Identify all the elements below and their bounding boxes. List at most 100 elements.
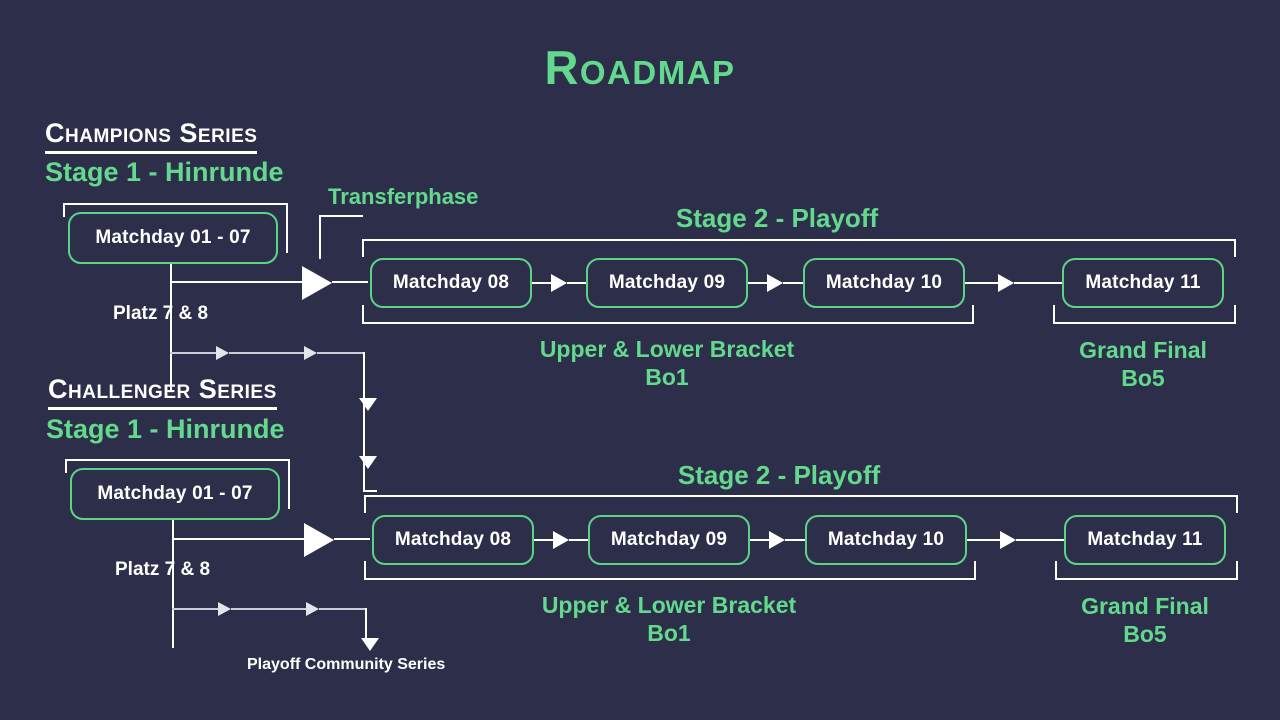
champions-series-heading: Champions Series <box>45 120 258 154</box>
champions-bracket-bottom-left-tick <box>362 305 364 323</box>
champions-playoff-bracket-top <box>362 239 1236 241</box>
champions-stage1-matchday-box[interactable]: Matchday 01 - 07 <box>68 212 278 264</box>
challenger-playoff-box-2[interactable]: Matchday 09 <box>588 515 750 565</box>
challenger-series-heading: Challenger Series <box>48 376 277 410</box>
challenger-bracket-bottom-right-tick <box>974 561 976 579</box>
champions-stage1-down-stem <box>170 264 172 392</box>
challenger-final-bracket-bottom <box>1055 578 1238 580</box>
champions-final-format: Bo5 <box>1121 365 1165 392</box>
champions-placement-label: Platz 7 & 8 <box>113 303 209 324</box>
challenger-relegation-down-arrow <box>361 638 379 651</box>
transferphase-label: Transferphase <box>328 184 479 209</box>
champions-arrow-line-2a <box>748 282 767 284</box>
challenger-arrow-line-2b <box>785 539 805 541</box>
challenger-arrow-line-1b <box>569 539 588 541</box>
champions-relegation-down-arrow-2 <box>359 456 377 469</box>
champions-relegation-down-arrow-1 <box>359 398 377 411</box>
champions-relegation-line-c <box>317 352 365 354</box>
champions-final-bracket-left-tick <box>1053 305 1055 323</box>
challenger-arrow-line-1a <box>534 539 553 541</box>
challenger-stage1-matchday-box[interactable]: Matchday 01 - 07 <box>70 468 280 520</box>
champions-to-playoff-line <box>170 281 302 283</box>
challenger-bracket-caption: Upper & Lower Bracket Bo1 <box>449 591 889 647</box>
challenger-arrow-line-2a <box>750 539 769 541</box>
champions-bracket-caption-text: Upper & Lower Bracket <box>539 336 795 362</box>
champions-arrow-line-1b <box>567 282 586 284</box>
champions-stage2-heading: Stage 2 - Playoff <box>675 203 879 233</box>
champions-arrow-line-1a <box>532 282 551 284</box>
champions-playoff-box-3[interactable]: Matchday 10 <box>803 258 965 308</box>
challenger-arrow-1 <box>553 531 569 549</box>
champions-bracket-caption: Upper & Lower Bracket Bo1 <box>447 335 887 391</box>
champions-stage1-heading: Stage 1 - Hinrunde <box>45 157 284 187</box>
challenger-arrow-line-3a <box>967 539 1000 541</box>
champions-final-caption: Grand Final Bo5 <box>1023 336 1263 392</box>
champions-playoff-box-2[interactable]: Matchday 09 <box>586 258 748 308</box>
champions-final-bracket-bottom <box>1053 322 1236 324</box>
challenger-bracket-bottom <box>364 578 976 580</box>
champions-relegation-line-a <box>170 352 216 354</box>
challenger-relegation-line-a <box>172 608 218 610</box>
champions-playoff-box-1[interactable]: Matchday 08 <box>370 258 532 308</box>
champions-arrow-line-3a <box>965 282 998 284</box>
challenger-arrow-2 <box>769 531 785 549</box>
challenger-final-caption-text: Grand Final <box>1081 593 1209 619</box>
champions-to-playoff-arrow <box>302 266 332 300</box>
challenger-stage1-bracket-right-tick <box>288 459 290 509</box>
challenger-final-caption: Grand Final Bo5 <box>1025 592 1265 648</box>
challenger-relegation-line-c <box>319 608 367 610</box>
transferphase-bracket-top <box>319 215 363 217</box>
champions-bracket-format: Bo1 <box>645 364 689 391</box>
champions-arrow-line-3b <box>1014 282 1062 284</box>
challenger-bracket-caption-text: Upper & Lower Bracket <box>541 592 797 618</box>
challenger-stage1-heading: Stage 1 - Hinrunde <box>46 414 285 444</box>
challenger-bracket-format: Bo1 <box>647 620 691 647</box>
champions-stage1-bracket-right-tick <box>286 203 288 253</box>
champions-stage1-bracket-left-tick <box>63 203 65 217</box>
challenger-to-playoff-arrow <box>304 523 334 557</box>
challenger-relegation-line-b <box>231 608 306 610</box>
challenger-stage2-heading: Stage 2 - Playoff <box>677 460 881 490</box>
challenger-to-playoff-line <box>172 538 304 540</box>
challenger-stage1-down-stem <box>172 520 174 648</box>
page-title: Roadmap <box>544 41 736 94</box>
challenger-relegation-arrow-1 <box>218 602 231 616</box>
playoff-community-series-label: Playoff Community Series <box>247 656 446 673</box>
champions-final-caption-text: Grand Final <box>1079 337 1207 363</box>
challenger-placement-label: Platz 7 & 8 <box>115 559 211 580</box>
challenger-final-format: Bo5 <box>1123 621 1167 648</box>
challenger-stage1-bracket-left-tick <box>65 459 67 473</box>
challenger-stage1-bracket-top <box>65 459 290 461</box>
transferphase-bracket-stem <box>319 215 321 259</box>
champions-relegation-line-b <box>229 352 304 354</box>
challenger-arrow-3 <box>1000 531 1016 549</box>
champions-playoff-box-4[interactable]: Matchday 11 <box>1062 258 1224 308</box>
champions-arrow-line-2b <box>783 282 803 284</box>
champions-arrow-2 <box>767 274 783 292</box>
challenger-relegation-arrow-2 <box>306 602 319 616</box>
champions-arrow-1 <box>551 274 567 292</box>
champions-relegation-join-line <box>363 490 377 492</box>
challenger-playoff-bracket-top-right-tick <box>1236 495 1238 513</box>
champions-relegation-arrow-1 <box>216 346 229 360</box>
champions-final-bracket-right-tick <box>1234 305 1236 323</box>
champions-arrow-3 <box>998 274 1014 292</box>
challenger-playoff-box-3[interactable]: Matchday 10 <box>805 515 967 565</box>
challenger-bracket-bottom-left-tick <box>364 561 366 579</box>
challenger-arrow-line-3b <box>1016 539 1064 541</box>
challenger-final-bracket-right-tick <box>1236 561 1238 579</box>
challenger-playoff-box-1[interactable]: Matchday 08 <box>372 515 534 565</box>
champions-bracket-bottom-right-tick <box>972 305 974 323</box>
champions-playoff-bracket-top-right-tick <box>1234 239 1236 257</box>
challenger-final-bracket-left-tick <box>1055 561 1057 579</box>
champions-relegation-arrow-2 <box>304 346 317 360</box>
challenger-relegation-down-line <box>365 608 367 640</box>
champions-relegation-down-line <box>363 352 365 492</box>
champions-stage1-bracket-top <box>63 203 288 205</box>
champions-to-playoff-line-2 <box>332 281 368 283</box>
challenger-playoff-bracket-top <box>364 495 1238 497</box>
challenger-playoff-bracket-top-left-tick <box>364 495 366 513</box>
challenger-playoff-box-4[interactable]: Matchday 11 <box>1064 515 1226 565</box>
champions-playoff-bracket-top-left-tick <box>362 239 364 257</box>
